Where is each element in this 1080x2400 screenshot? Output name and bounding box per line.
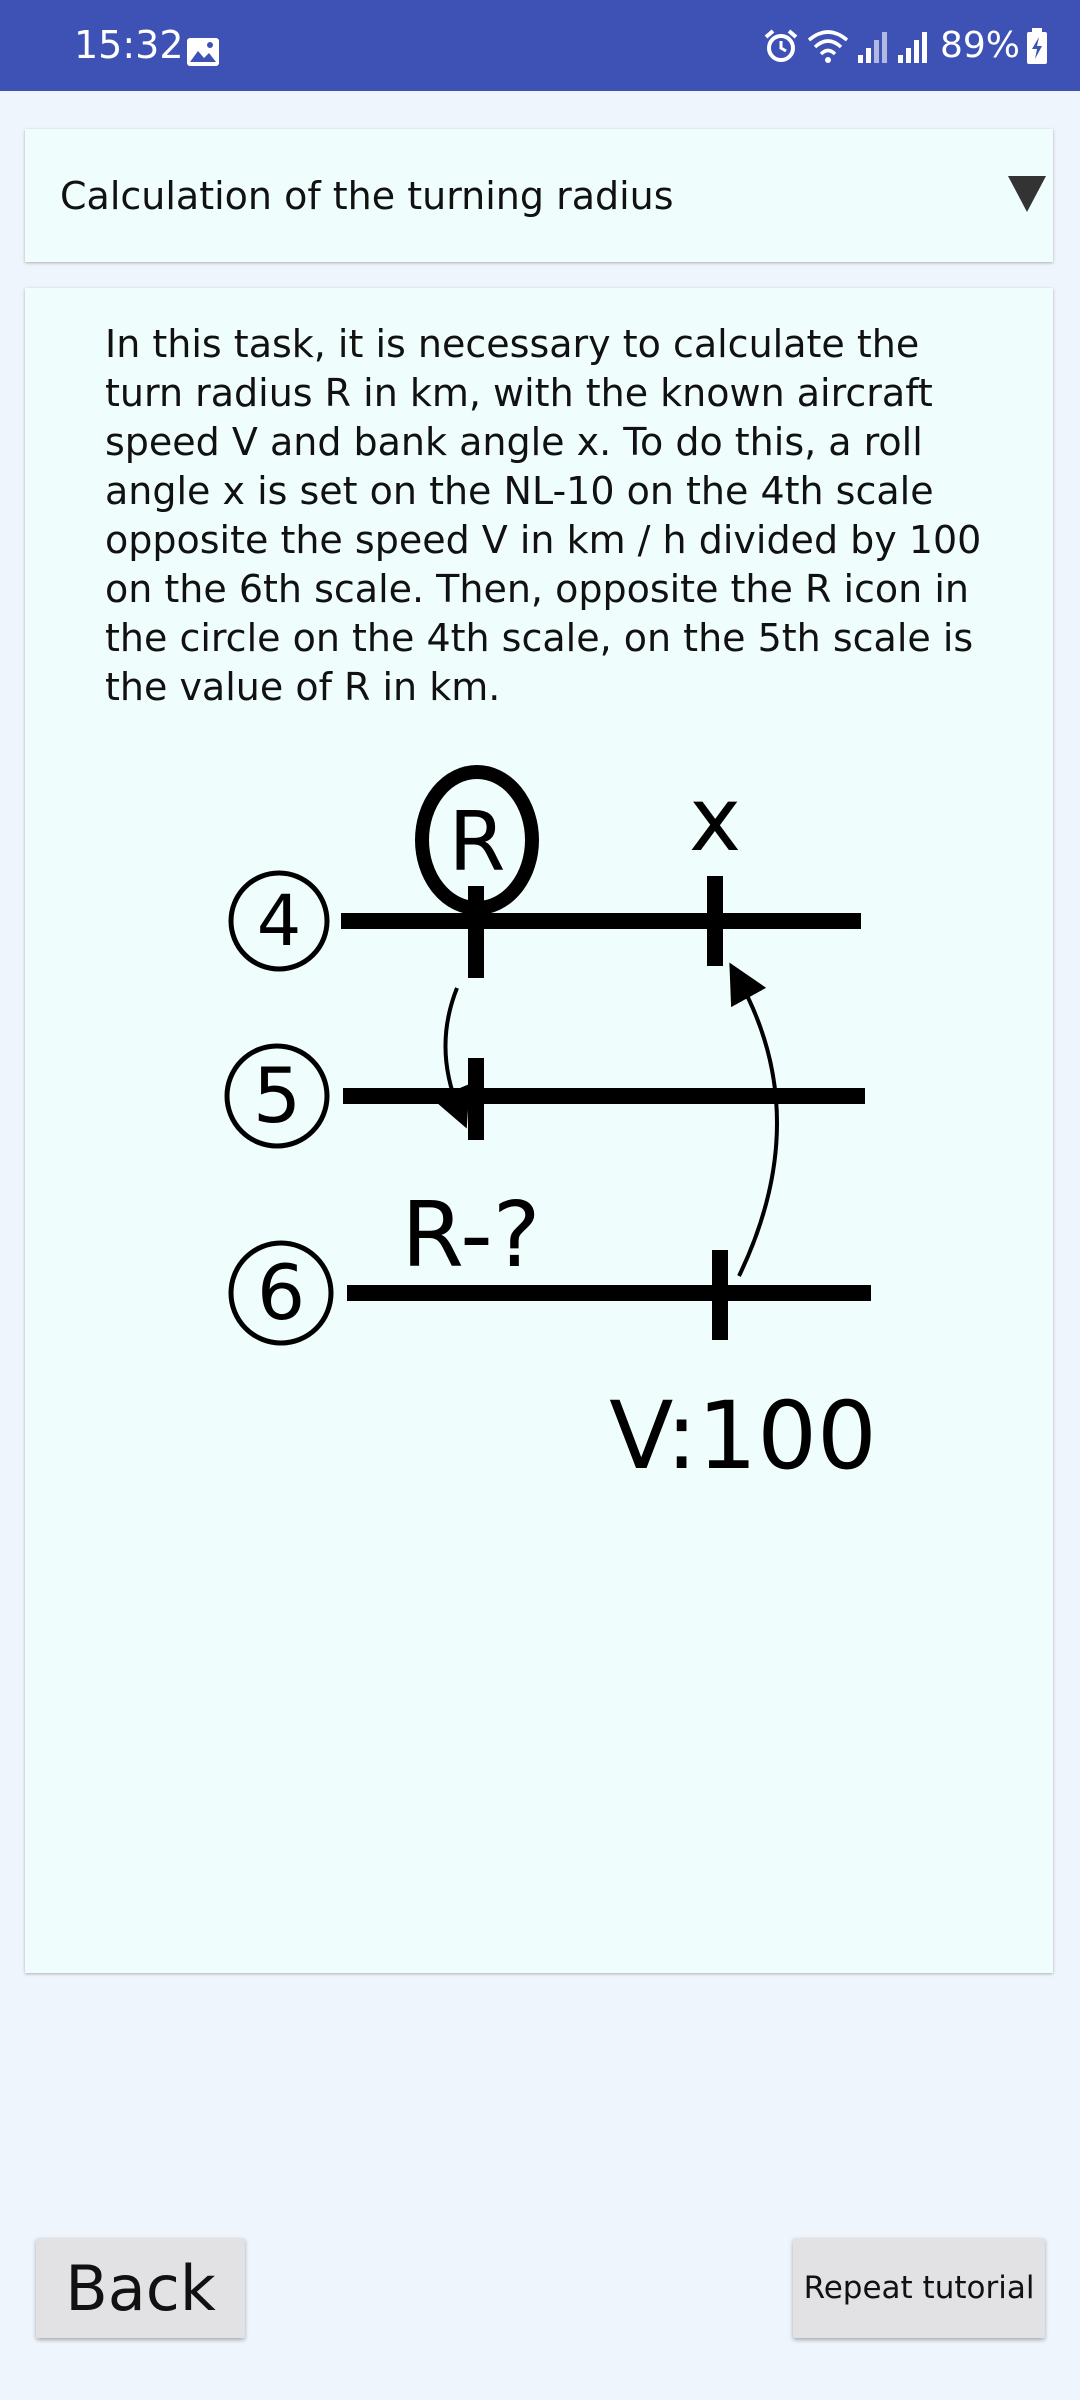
scale-6: 6: [228, 1240, 871, 1346]
scale-4-circle: [228, 870, 330, 972]
scale-4: 4: [228, 870, 861, 978]
nl10-scale-diagram: 4 R x 5 R-? 6 V:100: [224, 765, 877, 1491]
v-label: V:100: [609, 1382, 877, 1491]
wifi-icon: [807, 30, 849, 63]
battery-charging-icon: [1027, 28, 1047, 64]
scale-6-number: 6: [257, 1248, 305, 1337]
r-marker-letter: R: [449, 795, 506, 890]
status-bar: 15:32 89%: [0, 0, 1080, 91]
scale-5-circle: [224, 1043, 330, 1149]
repeat-tutorial-button[interactable]: Repeat tutorial: [793, 2238, 1045, 2338]
scale-6-circle: [228, 1240, 334, 1346]
x-label: x: [689, 768, 741, 871]
signal-icon: [897, 32, 927, 63]
alarm-icon: [764, 29, 798, 62]
signal-icon: [857, 32, 887, 63]
arrow-r-to-scale-5: [432, 987, 470, 1129]
dropdown-triangle-icon: [1008, 176, 1046, 212]
scale-4-number: 4: [257, 880, 302, 962]
task-description: In this task, it is necessary to calcula…: [105, 322, 982, 709]
task-dropdown[interactable]: Calculation of the turning radius: [25, 129, 1053, 262]
battery-percent: 89%: [939, 25, 1020, 66]
status-time: 15:32: [74, 23, 184, 67]
arrow-v-to-x: [729, 962, 779, 1277]
r-marker-circle: [415, 765, 539, 915]
dropdown-selected-label: Calculation of the turning radius: [60, 174, 674, 218]
r-result-label: R-?: [401, 1183, 540, 1288]
status-icons: 89%: [762, 22, 1048, 70]
back-button[interactable]: Back: [36, 2238, 245, 2338]
r-marker: R: [415, 765, 539, 915]
tutorial-card: In this task, it is necessary to calcula…: [25, 288, 1053, 1973]
scale-5-number: 5: [253, 1051, 301, 1140]
scale-5: 5: [224, 1043, 865, 1149]
image-icon: [187, 38, 219, 66]
